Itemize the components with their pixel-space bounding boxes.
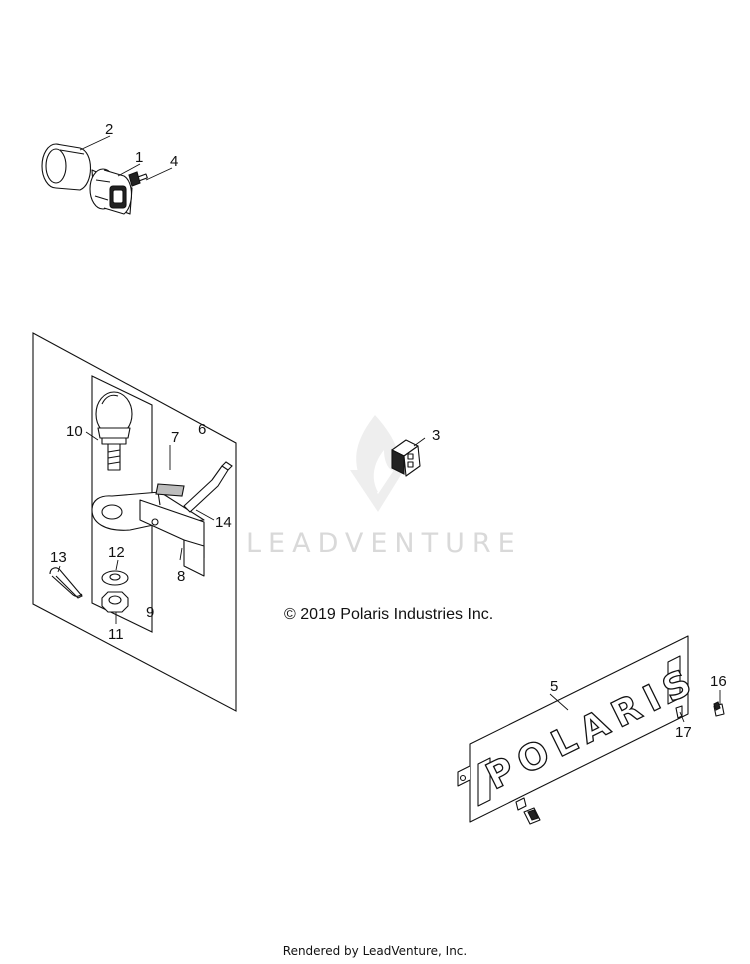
leadventure-watermark: LEADVENTURE [246, 415, 522, 559]
callout-2: 2 [105, 121, 113, 138]
watermark-flame-logo [350, 415, 404, 512]
callout-10: 10 [66, 423, 83, 440]
watermark-text: LEADVENTURE [246, 528, 522, 559]
part-16-screw [713, 701, 725, 717]
callout-13: 13 [50, 549, 67, 566]
callout-3: 3 [432, 427, 440, 444]
callout-16: 16 [710, 673, 727, 690]
callout-4: 4 [170, 153, 178, 170]
callout-12: 12 [108, 544, 125, 561]
callout-6: 6 [198, 421, 206, 438]
callout-11: 11 [108, 626, 124, 643]
part-3-socket [391, 439, 421, 477]
part-2-cover-ring [41, 143, 92, 191]
part-1-receptacle [89, 168, 133, 215]
leader-lines [57, 135, 721, 723]
part-8-drawbar [91, 491, 205, 577]
callout-17: 17 [675, 724, 692, 741]
rendered-by-footer: Rendered by LeadVenture, Inc. [282, 944, 468, 958]
part-4-screw [128, 171, 148, 187]
part-7-decal [155, 483, 185, 497]
callout-7: 7 [171, 429, 179, 446]
part-14-hitch-pin [183, 461, 233, 513]
callouts: 2 1 4 3 6 10 7 14 12 13 8 9 11 5 16 17 [50, 121, 727, 741]
part-13-hitch-clip [49, 567, 83, 599]
part-10-hitch-ball [95, 391, 133, 471]
part-6-hitch-kit-outline [32, 332, 237, 712]
callout-1: 1 [135, 149, 143, 166]
part-12-lock-washer [101, 570, 129, 586]
plate-lower-screw [515, 797, 541, 825]
callout-9: 9 [146, 604, 154, 621]
copyright-notice: © 2019 Polaris Industries Inc. [284, 606, 494, 623]
part-5-plate: POLARIS [457, 635, 706, 823]
callout-14: 14 [215, 514, 232, 531]
callout-8: 8 [177, 568, 185, 585]
part-11-nut [101, 591, 129, 613]
callout-5: 5 [550, 678, 558, 695]
